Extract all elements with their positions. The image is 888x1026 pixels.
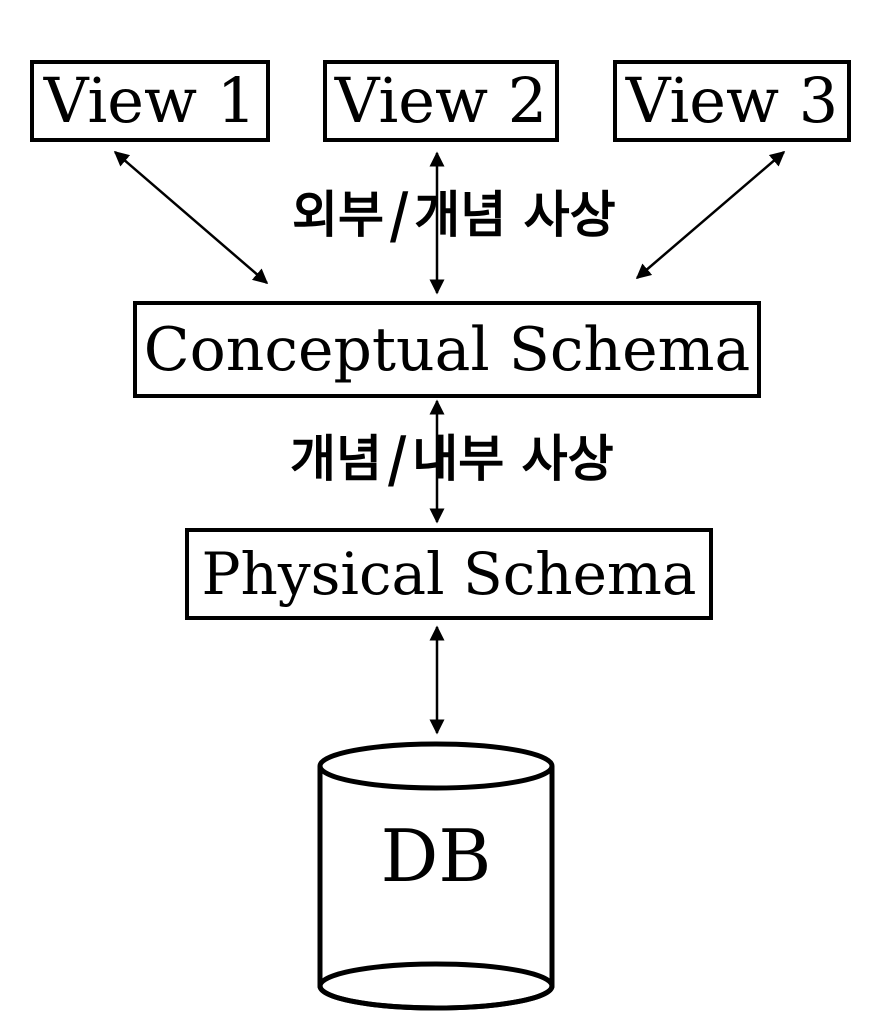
view-2-box: View 2 — [323, 60, 559, 142]
view-1-box: View 1 — [30, 60, 270, 142]
physical-schema-label: Physical Schema — [201, 540, 697, 608]
external-mapping-separator: / — [390, 178, 409, 252]
conceptual-schema-box: Conceptual Schema — [133, 301, 761, 398]
physical-schema-box: Physical Schema — [185, 528, 713, 620]
internal-mapping-right-text: 내부 사상 — [412, 430, 614, 488]
conceptual-schema-label: Conceptual Schema — [143, 314, 751, 385]
internal-mapping-left-text: 개념 — [290, 430, 382, 488]
view3-conceptual-arrow — [635, 151, 786, 279]
database-cylinder-icon — [317, 741, 555, 1011]
database-label: DB — [380, 814, 492, 898]
view1-conceptual-arrow — [113, 151, 269, 284]
view-3-box: View 3 — [613, 60, 851, 142]
external-conceptual-mapping-label: 외부/개념 사상 — [292, 184, 616, 247]
view-3-label: View 3 — [625, 64, 839, 137]
conceptual-internal-mapping-label: 개념/내부 사상 — [290, 428, 614, 491]
external-mapping-right-text: 개념 사상 — [414, 186, 616, 244]
view-2-label: View 2 — [334, 64, 548, 137]
external-mapping-left-text: 외부 — [292, 186, 384, 244]
internal-mapping-separator: / — [388, 422, 407, 496]
view-1-label: View 1 — [43, 64, 257, 137]
